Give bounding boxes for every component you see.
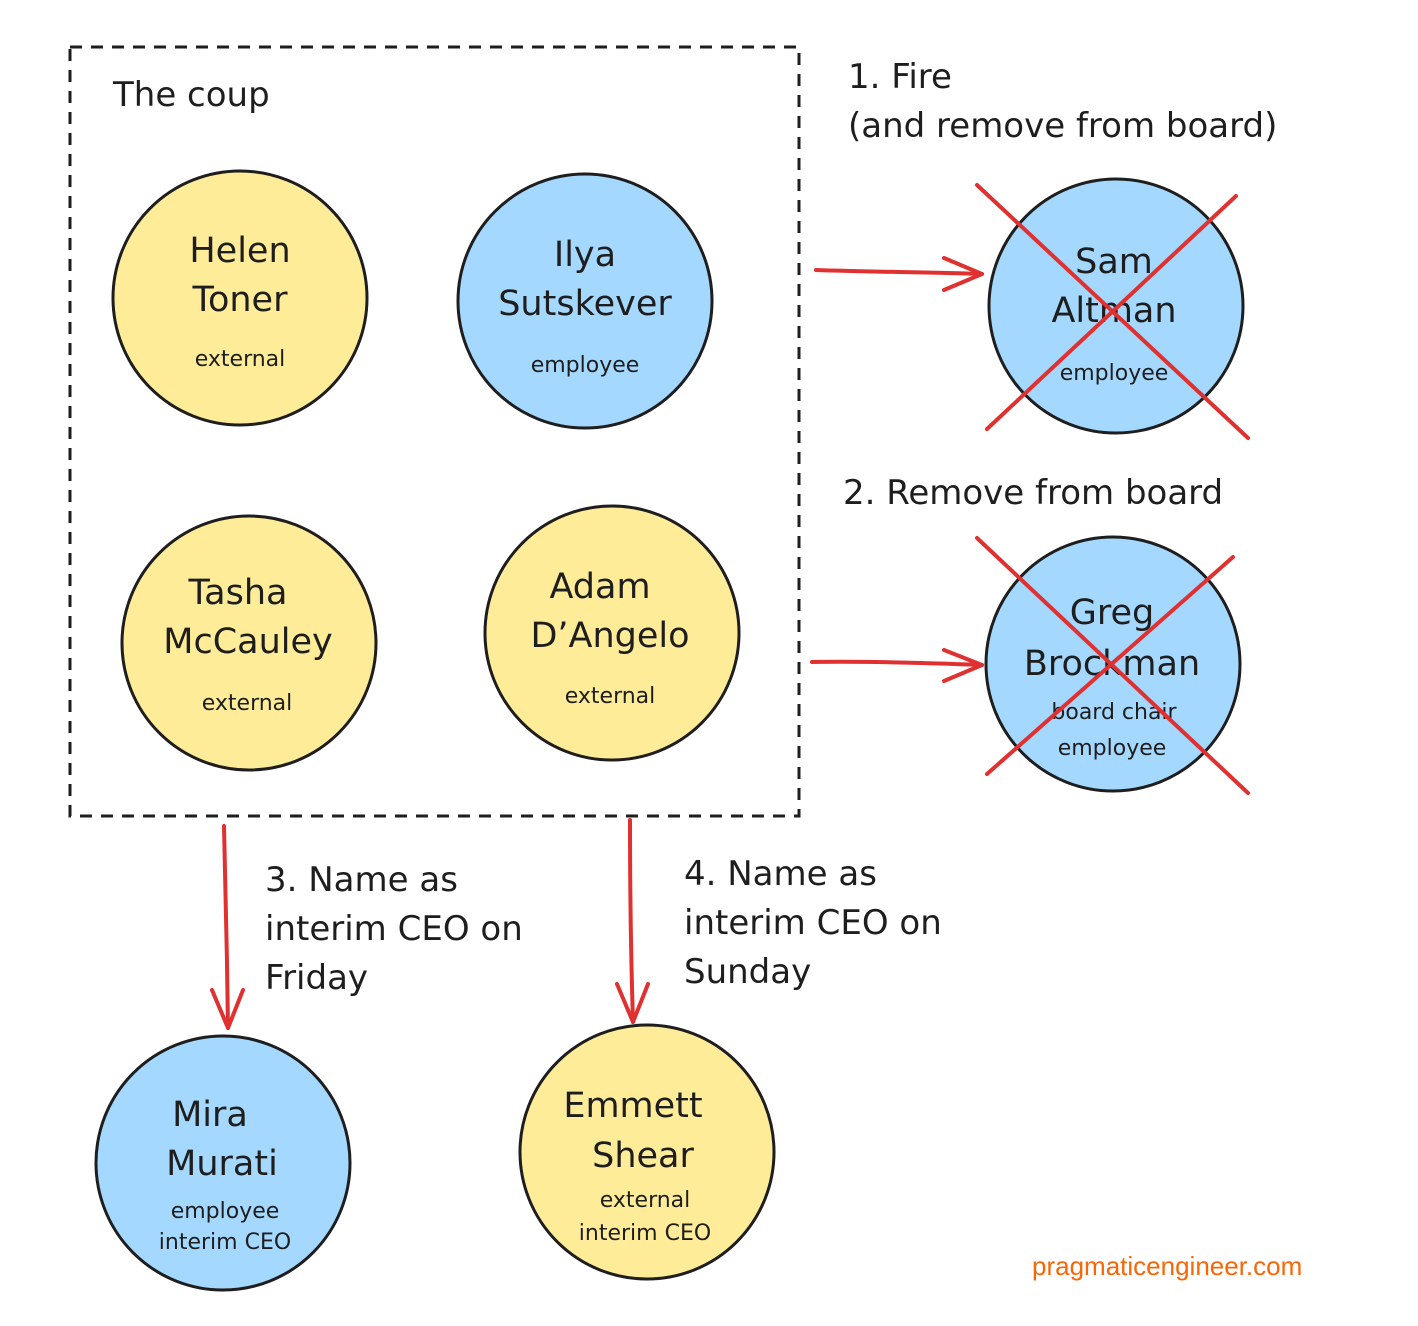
person-circle <box>518 1023 776 1281</box>
step-1-label-line-1: 1. Fire <box>848 57 952 97</box>
person-role: external <box>565 684 656 709</box>
node-helen-toner: Helen Toner external <box>111 169 369 427</box>
person-circle <box>111 169 369 427</box>
step-4-label-line-2: interim CEO on <box>684 903 942 943</box>
arrow-interim-ceo-sunday <box>615 818 650 1024</box>
person-role: employee <box>1060 361 1169 386</box>
person-name-line-2: Shear <box>592 1136 694 1176</box>
coup-group-box <box>68 45 801 818</box>
person-name-line-1: Mira <box>172 1095 248 1135</box>
person-role-line-2: interim CEO <box>159 1230 291 1255</box>
removed-cross-icon <box>975 536 1250 795</box>
person-circle <box>120 514 378 772</box>
node-mira-murati: Mira Murati employee interim CEO <box>94 1034 352 1292</box>
person-name-line-1: Greg <box>1070 593 1155 633</box>
person-circle <box>456 172 714 430</box>
node-greg-brockman: Greg Brockman board chair employee <box>975 535 1250 795</box>
person-circle <box>94 1034 352 1292</box>
arrow-remove <box>810 648 984 683</box>
person-role-line-1: external <box>600 1188 691 1213</box>
step-1-label-line-2: (and remove from board) <box>848 106 1277 146</box>
person-name-line-1: Tasha <box>188 573 288 613</box>
step-3-label-line-1: 3. Name as <box>265 860 458 900</box>
person-name-line-1: Helen <box>189 231 290 271</box>
node-tasha-mccauley: Tasha McCauley external <box>120 514 378 772</box>
person-role: external <box>202 691 293 716</box>
node-ilya-sutskever: Ilya Sutskever employee <box>456 172 714 430</box>
node-adam-dangelo: Adam D’Angelo external <box>483 504 741 762</box>
node-sam-altman: Sam Altman employee <box>975 177 1250 440</box>
arrow-fire <box>814 256 984 292</box>
person-role: external <box>195 347 286 372</box>
person-name-line-1: Ilya <box>554 235 616 275</box>
person-name-line-1: Sam <box>1075 242 1153 282</box>
step-4-label-line-1: 4. Name as <box>684 854 877 894</box>
removed-cross-icon <box>975 183 1250 440</box>
person-name-line-2: Murati <box>166 1144 278 1184</box>
node-emmett-shear: Emmett Shear external interim CEO <box>518 1023 776 1281</box>
person-name-line-1: Emmett <box>563 1086 702 1126</box>
person-role: employee <box>531 353 640 378</box>
person-name-line-2: D’Angelo <box>530 616 689 656</box>
person-role-line-1: board chair <box>1051 700 1177 725</box>
step-3-label-line-3: Friday <box>265 958 368 998</box>
person-role-line-1: employee <box>171 1199 280 1224</box>
person-name-line-2: McCauley <box>163 622 332 662</box>
person-name-line-1: Adam <box>549 567 650 607</box>
step-4-label-line-3: Sunday <box>684 952 811 992</box>
person-name-line-2: Sutskever <box>498 284 672 324</box>
person-role-line-2: employee <box>1058 736 1167 761</box>
coup-group-title: The coup <box>112 75 270 115</box>
person-name-line-2: Toner <box>192 280 289 320</box>
watermark-link[interactable]: pragmaticengineer.com <box>1032 1251 1302 1281</box>
step-3-label-line-2: interim CEO on <box>265 909 523 949</box>
person-role-line-2: interim CEO <box>579 1221 711 1246</box>
step-2-label: 2. Remove from board <box>843 473 1223 513</box>
arrow-interim-ceo-friday <box>210 824 245 1030</box>
person-circle <box>483 504 741 762</box>
